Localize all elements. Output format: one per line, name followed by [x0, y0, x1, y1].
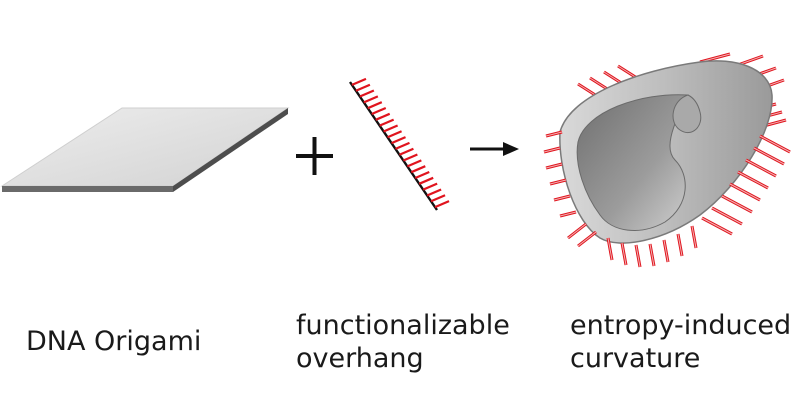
tube-strand-highlight — [701, 217, 733, 235]
overhang-tick — [367, 101, 383, 110]
overhang-tick — [430, 194, 446, 203]
overhang-tick — [418, 176, 434, 185]
tube-strand-highlight — [607, 237, 613, 261]
tube-strand-highlight — [621, 242, 627, 266]
overhang-tick — [383, 124, 399, 133]
overhang-strand — [349, 77, 450, 211]
tube-inner-surface — [576, 94, 689, 231]
tube-strand-highlight — [559, 211, 577, 217]
tube-strand-highlight — [677, 233, 683, 257]
overhang-tick — [375, 112, 391, 121]
right-arrow-icon — [470, 142, 519, 156]
tube-strand-highlight — [721, 195, 753, 213]
label-dna-origami: DNA Origami — [26, 325, 201, 358]
overhang-tick — [422, 182, 438, 191]
curved-origami-tube — [543, 52, 791, 268]
overhang-tick — [434, 200, 450, 209]
tube-strand-highlight — [567, 223, 587, 239]
overhang-tick — [355, 83, 371, 92]
overhang-tick — [379, 118, 395, 127]
label-functionalizable-overhang: functionalizable overhang — [296, 309, 510, 375]
tube-strand-highlight — [691, 225, 697, 249]
overhang-backbone — [349, 81, 438, 211]
tube-strand-highlight — [545, 131, 563, 137]
overhang-tick — [363, 95, 379, 104]
tube-strand-highlight — [711, 207, 743, 225]
label-dna-origami-text: DNA Origami — [26, 326, 202, 357]
overhang-tick — [410, 165, 426, 174]
plus-sign-icon — [296, 137, 333, 175]
tube-strand-highlight — [745, 159, 777, 177]
tube-strand-highlight — [759, 135, 791, 153]
tube-strand-highlight — [649, 243, 655, 267]
overhang-tick — [359, 89, 375, 98]
label-overhang-line2: overhang — [296, 343, 424, 374]
tube-strand-highlight — [663, 239, 669, 263]
overhang-tick — [414, 170, 430, 180]
label-curvature-line1: entropy-induced — [570, 310, 792, 341]
tube-strand-highlight — [553, 195, 571, 201]
overhang-tick — [398, 147, 414, 156]
tube-strand-highlight — [753, 147, 785, 165]
tube-strands-front — [543, 130, 791, 268]
overhang-tick — [391, 136, 406, 145]
tube-strand-highlight — [577, 231, 597, 247]
overhang-tick — [406, 159, 422, 168]
label-entropy-induced-curvature: entropy-induced curvature — [570, 309, 791, 375]
tube-strand-highlight — [635, 244, 641, 268]
overhang-tick — [395, 141, 410, 150]
tube-strand-highlight — [545, 163, 563, 169]
overhang-tick — [426, 188, 442, 197]
overhang-tick — [371, 106, 387, 116]
tube-curl-lip — [672, 94, 702, 134]
overhang-tick — [402, 153, 418, 162]
label-overhang-line1: functionalizable — [296, 310, 510, 341]
tube-strand-highlight — [543, 147, 561, 153]
overhang-tick — [387, 130, 403, 139]
label-curvature-line2: curvature — [570, 343, 701, 374]
origami-sheet — [0, 107, 290, 192]
overhang-tick — [351, 77, 367, 86]
tube-strand-highlight — [737, 171, 769, 189]
tube-strand-highlight — [549, 179, 567, 185]
tube-strand-highlight — [729, 183, 761, 201]
